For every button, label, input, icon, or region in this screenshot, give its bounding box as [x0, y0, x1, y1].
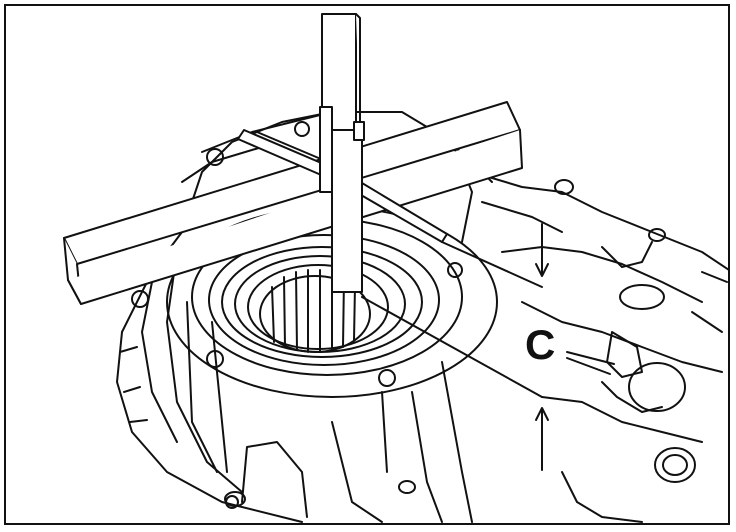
- right-housing: [471, 171, 728, 523]
- dimension-c-lines: [361, 223, 615, 471]
- diagram-frame: C: [4, 4, 730, 525]
- flange-bolts: [131, 121, 463, 509]
- tool-crossbar: [63, 101, 523, 305]
- tool-vertical-bar: [319, 13, 365, 293]
- splined-shaft: [259, 269, 371, 353]
- transmission-illustration: [63, 13, 728, 523]
- transmission-case: [116, 111, 473, 523]
- dimension-c-label: C: [525, 321, 556, 368]
